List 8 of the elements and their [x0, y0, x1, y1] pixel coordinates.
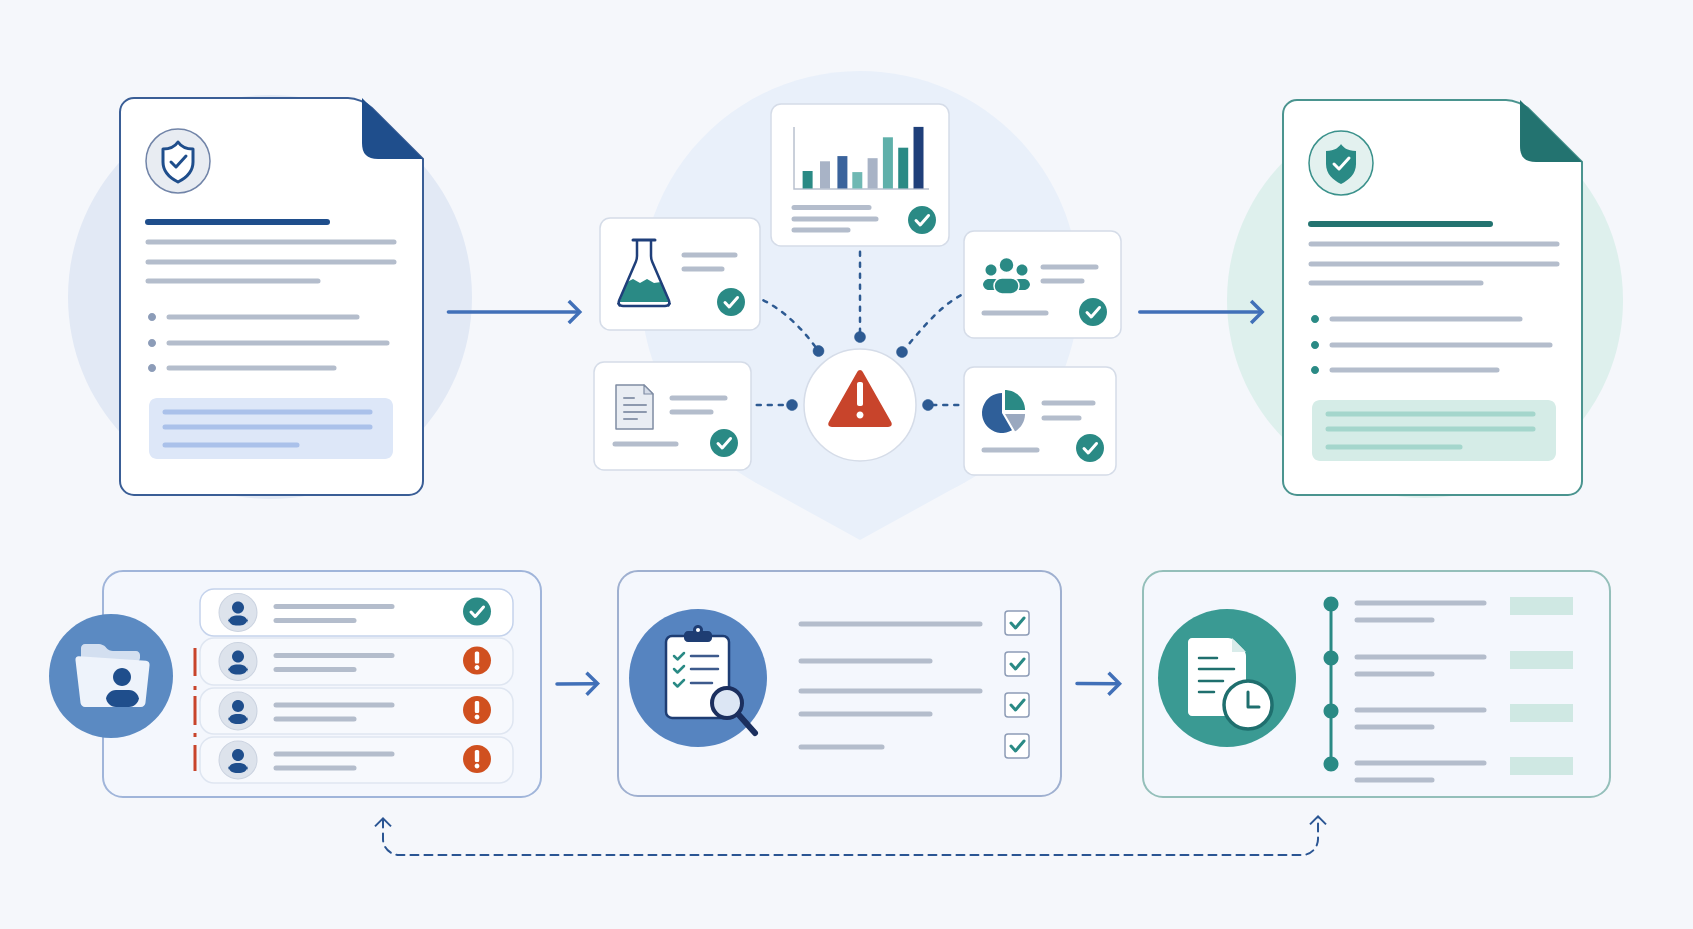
dashed-connector-line [932, 403, 960, 407]
arrow [1075, 671, 1122, 697]
dashed-connector-line [858, 250, 862, 333]
arrow [446, 299, 583, 325]
dashed-double-arrow [374, 815, 1327, 856]
arrow [555, 671, 600, 696]
dashed-connector-line [762, 299, 817, 348]
arrow [1138, 299, 1265, 325]
